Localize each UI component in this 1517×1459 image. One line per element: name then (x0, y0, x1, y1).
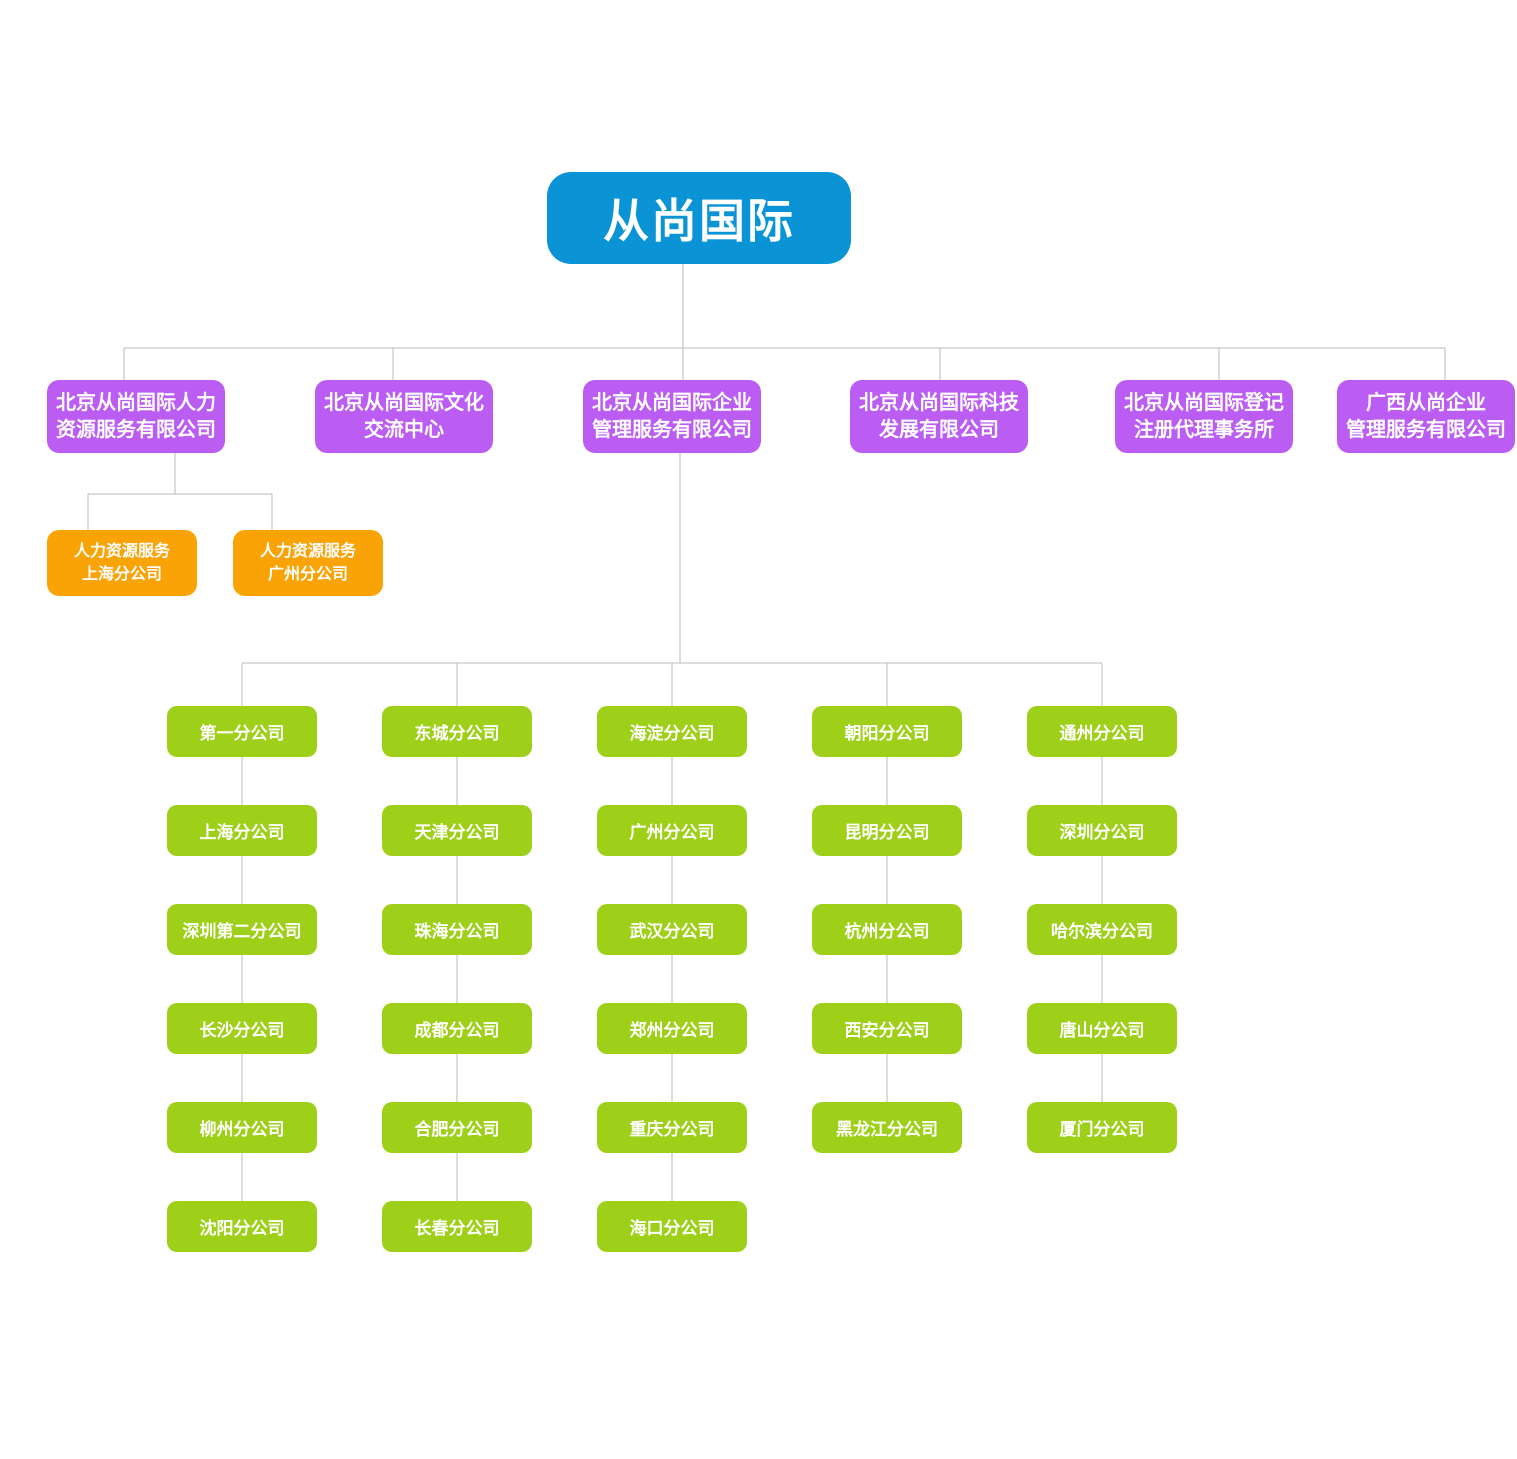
org-node-hr-guangzhou: 人力资源服务 广州分公司 (233, 530, 383, 596)
org-node-leaf: 长沙分公司 (167, 1003, 317, 1054)
org-node-level2-enterprise-mgmt: 北京从尚国际企业 管理服务有限公司 (583, 380, 761, 453)
org-node-leaf: 黑龙江分公司 (812, 1102, 962, 1153)
org-node-hr-shanghai: 人力资源服务 上海分公司 (47, 530, 197, 596)
org-node-leaf: 郑州分公司 (597, 1003, 747, 1054)
org-node-leaf: 昆明分公司 (812, 805, 962, 856)
org-node-leaf: 海口分公司 (597, 1201, 747, 1252)
org-node-level2-tech-development: 北京从尚国际科技 发展有限公司 (850, 380, 1028, 453)
org-node-leaf: 深圳分公司 (1027, 805, 1177, 856)
org-node-level2-registration-agency: 北京从尚国际登记 注册代理事务所 (1115, 380, 1293, 453)
org-node-level2-culture-center: 北京从尚国际文化 交流中心 (315, 380, 493, 453)
org-node-leaf: 深圳第二分公司 (167, 904, 317, 955)
org-node-leaf: 东城分公司 (382, 706, 532, 757)
org-node-leaf: 长春分公司 (382, 1201, 532, 1252)
org-node-leaf: 合肥分公司 (382, 1102, 532, 1153)
org-node-leaf: 珠海分公司 (382, 904, 532, 955)
org-node-level2-guangxi-mgmt: 广西从尚企业 管理服务有限公司 (1337, 380, 1515, 453)
org-node-leaf: 朝阳分公司 (812, 706, 962, 757)
org-node-leaf: 哈尔滨分公司 (1027, 904, 1177, 955)
org-node-leaf: 成都分公司 (382, 1003, 532, 1054)
org-node-leaf: 杭州分公司 (812, 904, 962, 955)
org-node-leaf: 第一分公司 (167, 706, 317, 757)
org-node-level2-hr-services: 北京从尚国际人力 资源服务有限公司 (47, 380, 225, 453)
org-node-leaf: 西安分公司 (812, 1003, 962, 1054)
org-node-leaf: 天津分公司 (382, 805, 532, 856)
org-node-leaf: 柳州分公司 (167, 1102, 317, 1153)
org-node-root: 从尚国际 (547, 172, 851, 264)
org-node-leaf: 沈阳分公司 (167, 1201, 317, 1252)
connector-hr-branch (87, 453, 273, 530)
org-node-leaf: 海淀分公司 (597, 706, 747, 757)
connector-level2-drops (123, 348, 1446, 380)
org-node-leaf: 广州分公司 (597, 805, 747, 856)
org-node-leaf: 重庆分公司 (597, 1102, 747, 1153)
org-node-leaf: 唐山分公司 (1027, 1003, 1177, 1054)
org-node-leaf: 通州分公司 (1027, 706, 1177, 757)
org-node-leaf: 上海分公司 (167, 805, 317, 856)
org-node-leaf: 厦门分公司 (1027, 1102, 1177, 1153)
org-node-leaf: 武汉分公司 (597, 904, 747, 955)
